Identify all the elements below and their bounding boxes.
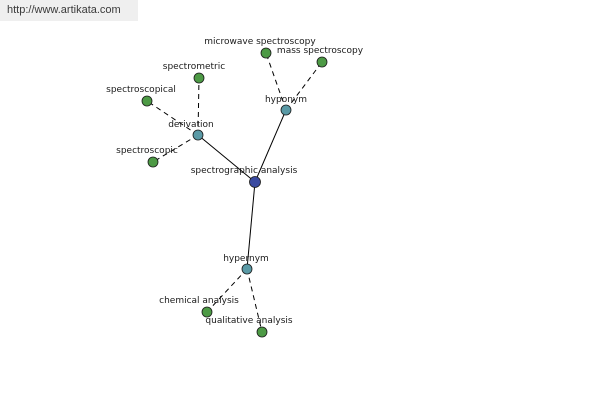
edge-center-hypernym bbox=[246, 181, 256, 270]
node-derivation[interactable] bbox=[192, 129, 204, 141]
node-spectroscopic[interactable] bbox=[147, 156, 159, 168]
node-chemical[interactable] bbox=[201, 306, 213, 318]
node-mass[interactable] bbox=[316, 56, 328, 68]
node-label-microwave[interactable]: microwave spectroscopy bbox=[204, 37, 316, 47]
node-hyponym[interactable] bbox=[280, 104, 292, 116]
edge-center-derivation bbox=[197, 134, 256, 183]
node-label-chemical[interactable]: chemical analysis bbox=[159, 296, 239, 306]
edge-derivation-spectroscopical bbox=[146, 100, 199, 136]
edge-hypernym-qualitative bbox=[246, 268, 263, 333]
nodes-layer bbox=[141, 47, 328, 338]
node-label-spectroscopic[interactable]: spectroscopic bbox=[116, 146, 178, 156]
edge-derivation-spectrometric bbox=[197, 77, 200, 136]
node-label-hypernym[interactable]: hypernym bbox=[223, 254, 269, 264]
node-hypernym[interactable] bbox=[241, 263, 253, 275]
watermark-url[interactable]: http://www.artikata.com bbox=[0, 0, 138, 21]
node-label-qualitative[interactable]: qualitative analysis bbox=[205, 316, 292, 326]
node-spectrometric[interactable] bbox=[193, 72, 205, 84]
edge-hypernym-chemical bbox=[206, 268, 248, 313]
node-label-spectroscopical[interactable]: spectroscopical bbox=[106, 85, 176, 95]
node-microwave[interactable] bbox=[260, 47, 272, 59]
node-spectroscopical[interactable] bbox=[141, 95, 153, 107]
labels-layer: spectrographic analysis hyponym derivation… bbox=[106, 37, 364, 326]
edge-center-hyponym bbox=[254, 109, 287, 183]
node-center[interactable] bbox=[249, 176, 261, 188]
node-label-hyponym[interactable]: hyponym bbox=[265, 95, 307, 105]
node-label-mass[interactable]: mass spectroscopy bbox=[277, 46, 364, 56]
edge-hyponym-microwave bbox=[265, 52, 287, 111]
edges-layer bbox=[146, 52, 323, 333]
node-label-spectrometric[interactable]: spectrometric bbox=[163, 62, 225, 72]
node-label-center[interactable]: spectrographic analysis bbox=[191, 166, 298, 176]
node-label-derivation[interactable]: derivation bbox=[168, 120, 214, 130]
node-qualitative[interactable] bbox=[256, 326, 268, 338]
edge-hyponym-mass bbox=[285, 61, 323, 111]
